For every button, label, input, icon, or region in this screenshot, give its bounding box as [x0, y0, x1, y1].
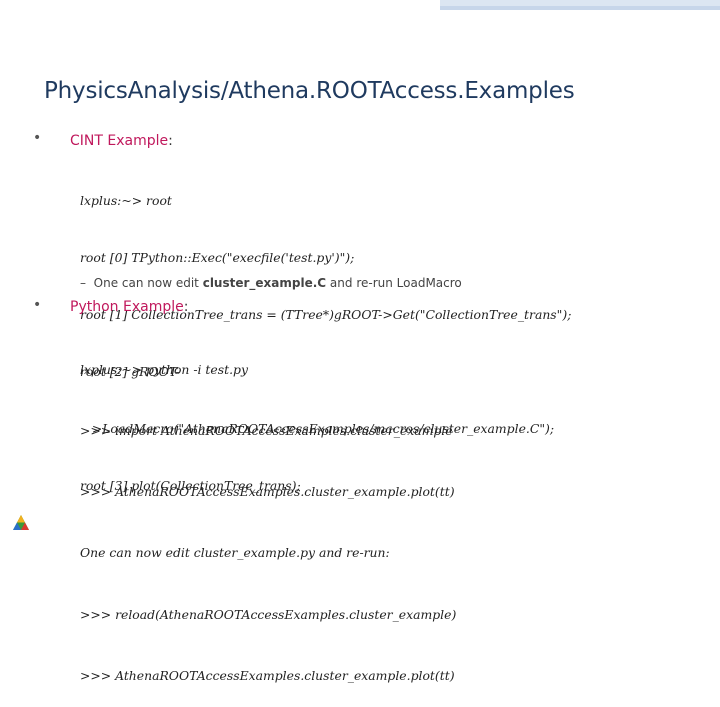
code-line: >>> AthenaROOTAccessExamples.cluster_exa…: [80, 667, 455, 683]
cint-heading-label: CINT Example: [70, 133, 169, 149]
python-heading-label: Python Example: [70, 299, 184, 315]
code-line: lxplus:~> root: [80, 193, 172, 208]
note-filename: cluster_example.C: [202, 276, 327, 290]
code-line: >>> AthenaROOTAccessExamples.cluster_exa…: [80, 484, 455, 500]
code-line: root [0] TPython::Exec("execfile('test.p…: [80, 250, 355, 265]
code-line: lxplus:~> python -i test.py: [80, 361, 248, 377]
cint-heading-colon: :: [168, 133, 173, 149]
code-line: One can now edit cluster_example.py and …: [80, 545, 390, 561]
cint-code-block: lxplus:~> root root [0] TPython::Exec("e…: [80, 153, 571, 514]
code-line: >>> reload(AthenaROOTAccessExamples.clus…: [80, 606, 457, 622]
logo-icon: [13, 515, 29, 530]
python-heading: Python Example:: [70, 299, 188, 315]
note-text-pre: One can now edit: [93, 276, 203, 290]
code-line: >LoadMacro("AthenaROOTAccessExamples/mac…: [80, 421, 555, 436]
bullet-cint: •: [33, 130, 42, 146]
code-line: root [2] gROOT-: [80, 364, 180, 379]
header-decoration: [440, 0, 720, 10]
page-title: PhysicsAnalysis/Athena.ROOTAccess.Exampl…: [44, 78, 575, 104]
code-line: >>> import AthenaROOTAccessExamples.clus…: [80, 423, 453, 439]
python-code-block: lxplus:~> python -i test.py >>> import A…: [80, 319, 456, 707]
cint-heading: CINT Example:: [70, 133, 173, 149]
note-dash: –: [80, 276, 86, 290]
code-line: root [3] plot(CollectionTree_trans);: [80, 478, 301, 493]
code-line: root [1] CollectionTree_trans = (TTree*)…: [80, 307, 572, 322]
note-text-post: and re-run LoadMacro: [326, 276, 462, 290]
cint-note: – One can now edit cluster_example.C and…: [80, 276, 462, 290]
bullet-python: •: [33, 297, 42, 313]
python-heading-colon: :: [183, 299, 189, 315]
